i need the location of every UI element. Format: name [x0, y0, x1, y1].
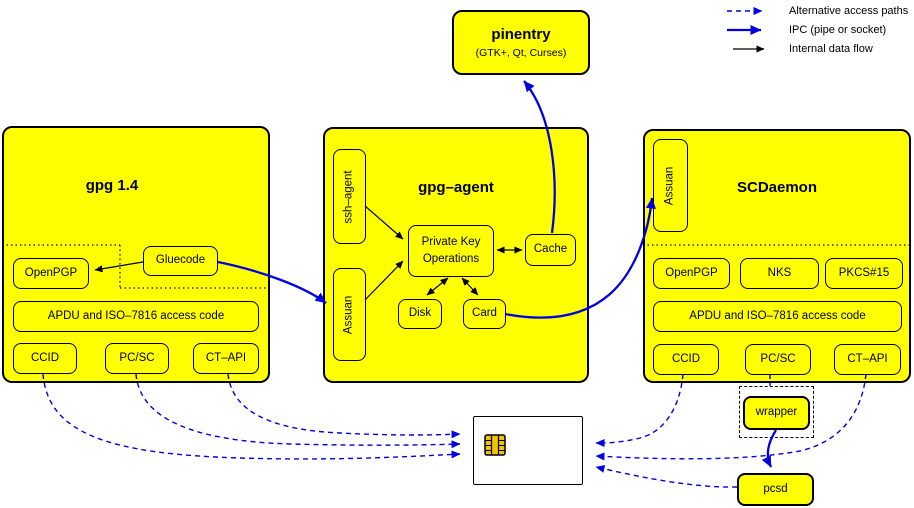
pko-line1: Private Key: [421, 235, 481, 248]
gpg14-apdu-box: APDU and ISO–7816 access code: [13, 301, 259, 332]
scdaemon-pcsc-label: PC/SC: [760, 352, 796, 365]
scdaemon-apdu-label: APDU and ISO–7816 access code: [689, 309, 866, 322]
gpg14-gluecode-label: Gluecode: [155, 254, 206, 267]
gpg-agent-ssh-agent-box: ssh–agent: [333, 149, 366, 244]
cache-box: Cache: [525, 234, 576, 266]
gpg14-ctapi-box: CT–API: [193, 343, 259, 374]
dashed-gpg14-ctapi-to-card: [227, 373, 461, 439]
wrapper-box: wrapper: [743, 396, 810, 430]
pcsd-label: pcsd: [763, 482, 788, 495]
pcsd-box: pcsd: [737, 473, 814, 506]
legend-ipc-label: IPC (pipe or socket): [789, 24, 887, 36]
scdaemon-apdu-box: APDU and ISO–7816 access code: [653, 301, 902, 332]
gpg14-ctapi-label: CT–API: [205, 351, 247, 364]
scdaemon-ccid-label: CCID: [671, 352, 701, 365]
disk-box: Disk: [398, 299, 442, 329]
dashed-scdaemon-ctapi-to-card: [595, 373, 867, 461]
pkcs15-label: PKCS#15: [838, 266, 890, 279]
scdaemon-ctapi-label: CT–API: [847, 352, 888, 365]
gpg14-ccid-box: CCID: [13, 343, 77, 374]
nks-label: NKS: [767, 266, 792, 279]
scdaemon-assuan-box: Assuan: [653, 139, 688, 232]
gpg-agent-assuan-label: Assuan: [342, 295, 355, 334]
scdaemon-openpgp-box: OpenPGP: [653, 258, 730, 289]
card-label: Card: [472, 307, 497, 320]
scdaemon-ctapi-box: CT–API: [834, 344, 901, 375]
gpg14-pcsc-box: PC/SC: [105, 343, 169, 374]
scdaemon-title: SCDaemon: [736, 179, 818, 196]
pinentry-box: pinentry (GTK+, Qt, Curses): [452, 10, 590, 75]
wrapper-label: wrapper: [755, 406, 798, 419]
dashed-scdaemon-ccid-to-card: [595, 373, 684, 447]
gpg-agent-assuan-box: Assuan: [333, 268, 366, 361]
smartcard: [473, 416, 583, 485]
scdaemon-openpgp-label: OpenPGP: [665, 266, 718, 279]
gpg14-title: gpg 1.4: [85, 177, 139, 194]
gpg-agent-title: gpg–agent: [418, 179, 494, 196]
dashed-pcsd-to-card: [595, 465, 738, 488]
scdaemon-pcsc-box: PC/SC: [745, 344, 811, 375]
pinentry-title: pinentry: [491, 25, 551, 43]
dashed-gpg14-ccid-to-card: [42, 373, 461, 460]
gpg14-openpgp-box: OpenPGP: [13, 258, 89, 289]
private-key-operations-box: Private Key Operations: [408, 225, 494, 277]
dashed-gpg14-pcsc-to-card: [135, 373, 461, 449]
ssh-agent-label: ssh–agent: [342, 169, 355, 224]
gpg14-apdu-label: APDU and ISO–7816 access code: [47, 309, 225, 322]
legend-internal-data-flow-label: Internal data flow: [789, 43, 873, 55]
legend-alternative-access-label: Alternative access paths: [789, 5, 909, 17]
scdaemon-pkcs15-box: PKCS#15: [825, 258, 903, 289]
scdaemon-ccid-box: CCID: [653, 344, 719, 375]
gpg14-openpgp-label: OpenPGP: [24, 266, 78, 279]
scdaemon-assuan-label: Assuan: [663, 166, 676, 205]
scdaemon-nks-box: NKS: [740, 258, 819, 289]
cache-label: Cache: [533, 243, 568, 256]
gpg14-pcsc-label: PC/SC: [119, 351, 155, 364]
pko-line2: Operations: [422, 252, 480, 265]
gpg14-gluecode-box: Gluecode: [143, 246, 218, 276]
disk-label: Disk: [408, 307, 432, 320]
pinentry-subtitle: (GTK+, Qt, Curses): [475, 46, 567, 59]
card-box: Card: [463, 299, 506, 329]
gpg14-ccid-label: CCID: [30, 351, 60, 364]
